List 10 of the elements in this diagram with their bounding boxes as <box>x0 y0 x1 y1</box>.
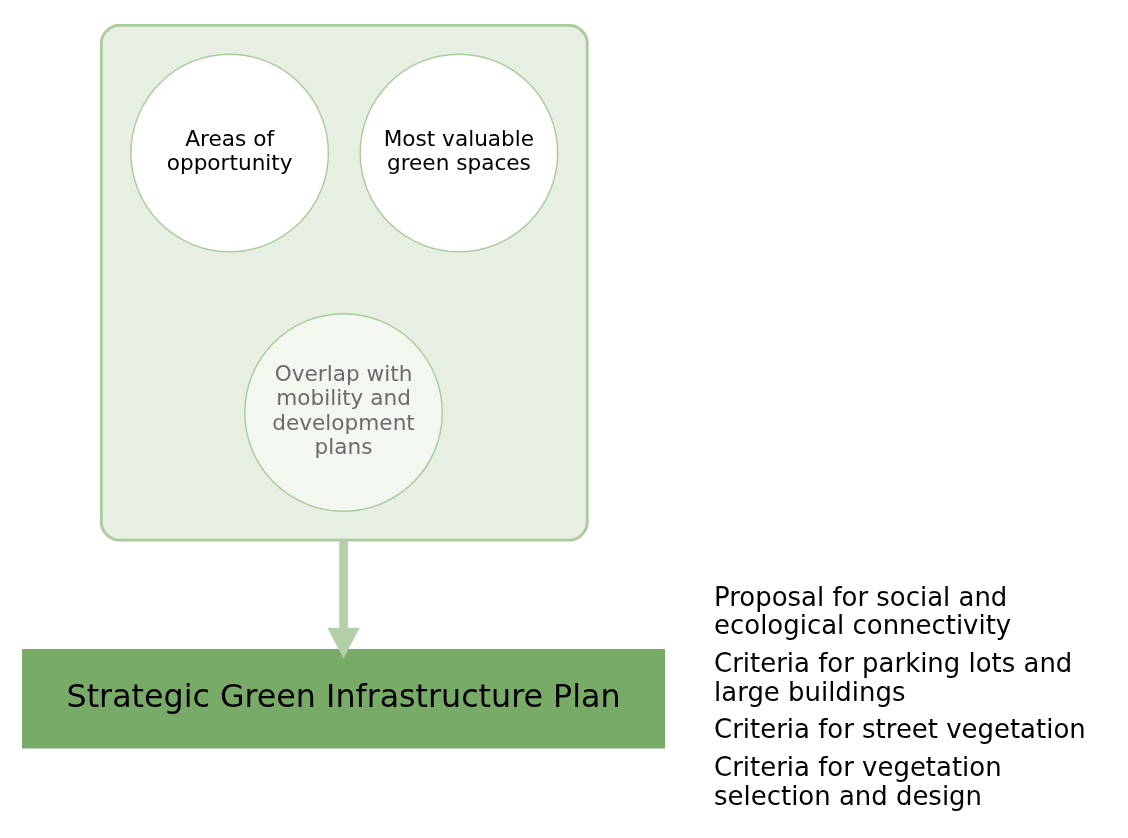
label: Proposal for social and ecological connectivity <box>713 581 1011 641</box>
node-circle: Areas of opportunity <box>129 53 329 253</box>
node-circle: Overlap with mobility and development plans <box>243 313 443 512</box>
label: Criteria for street vegetation <box>713 714 1086 745</box>
label: Criteria for parking lots and large buildings <box>713 647 1072 707</box>
arrow <box>326 540 360 659</box>
node-circle: Most valuable green spaces <box>358 53 558 253</box>
cluster <box>99 23 589 542</box>
node-box: Strategic Green Infrastructure Plan <box>21 648 665 749</box>
label: Criteria for vegetation selection and design <box>713 751 1002 811</box>
